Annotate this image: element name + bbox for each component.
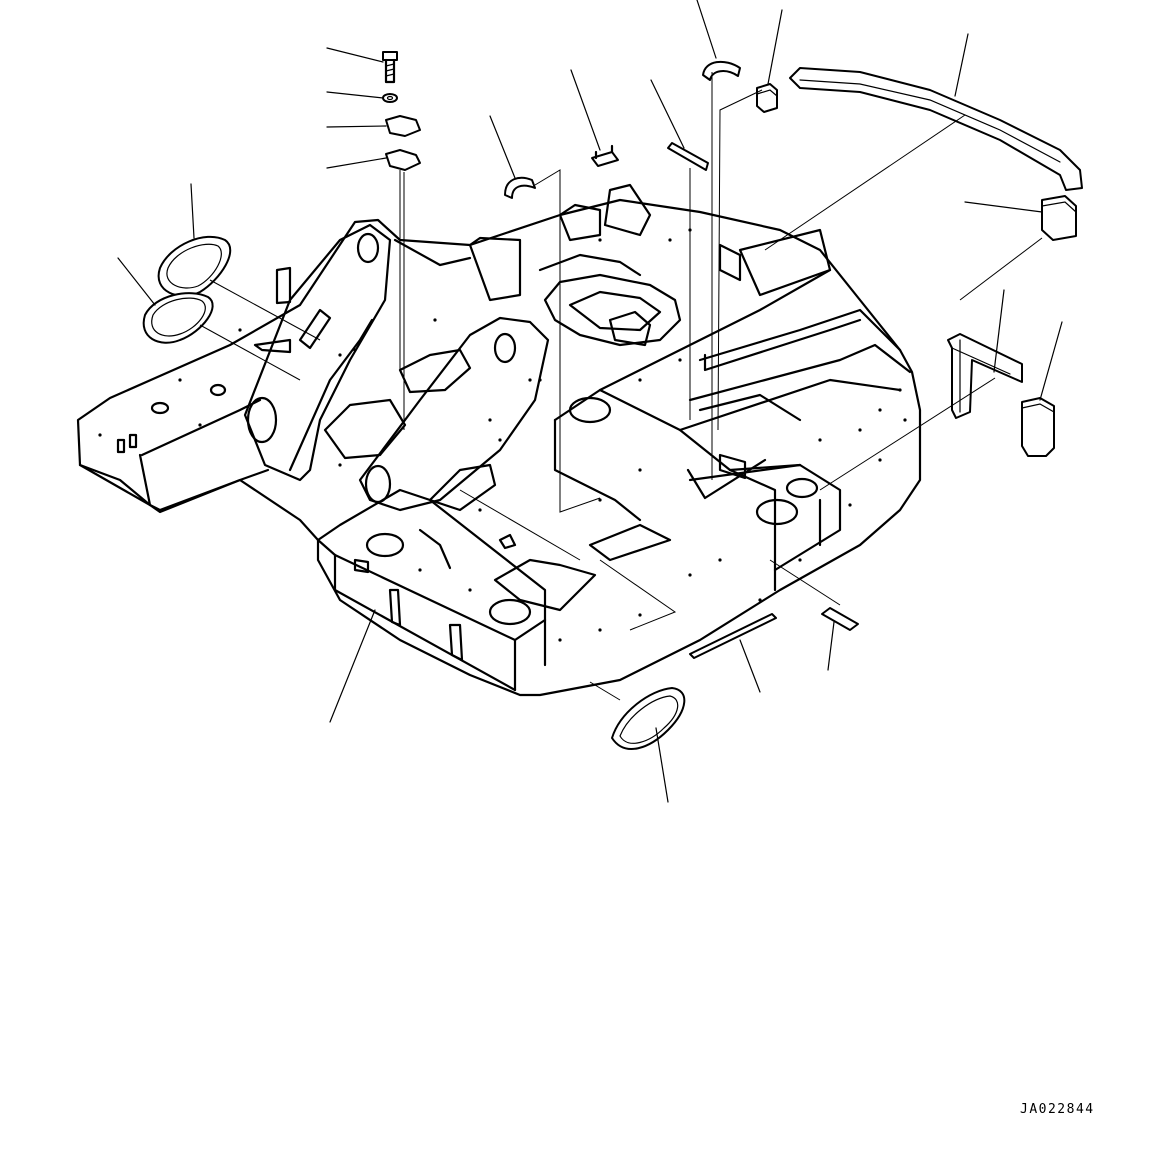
rubber-seal-part bbox=[689, 613, 777, 659]
hose-clamp-part bbox=[504, 60, 741, 199]
washer-part bbox=[382, 93, 398, 103]
long-cover-strip-part bbox=[789, 67, 1083, 191]
phantom-lines bbox=[199, 72, 1043, 701]
clip-part bbox=[591, 144, 619, 167]
bolt-part bbox=[382, 51, 398, 84]
corner-pad-part bbox=[1021, 397, 1055, 457]
leader-lines bbox=[117, 0, 1063, 803]
pad-part-right bbox=[1041, 195, 1077, 241]
deck-bolt-holes bbox=[98, 228, 907, 642]
cover-plate-part bbox=[385, 115, 421, 171]
revolving-frame bbox=[76, 183, 922, 697]
small-bar-part bbox=[821, 607, 859, 631]
drawing-id-label: JA022844 bbox=[1020, 1102, 1095, 1117]
strap-part bbox=[667, 142, 709, 171]
small-block-part bbox=[756, 83, 778, 113]
l-bracket-part bbox=[947, 333, 1023, 419]
